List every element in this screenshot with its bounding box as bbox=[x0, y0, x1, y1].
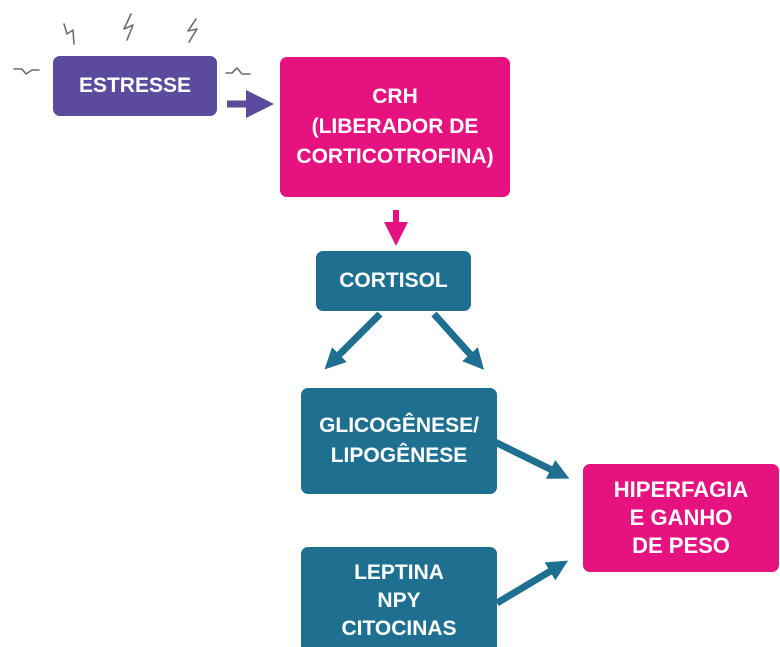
node-leptina-line-1: LEPTINA bbox=[354, 561, 444, 584]
node-crh-line-1: CRH bbox=[372, 85, 418, 108]
edge-cortisol-to-glicogenese-left bbox=[324, 311, 383, 370]
node-glicogenese: GLICOGÊNESE/ LIPOGÊNESE bbox=[301, 388, 497, 494]
node-estresse-label: ESTRESSE bbox=[78, 74, 192, 97]
node-leptina-line-2: NPY bbox=[377, 589, 421, 612]
node-estresse: ESTRESSE bbox=[53, 56, 217, 116]
lightning-bolt-icon bbox=[13, 68, 40, 75]
lightning-bolt-icon bbox=[123, 13, 134, 41]
node-cortisol-label: CORTISOL bbox=[339, 269, 448, 292]
lightning-bolt-icon bbox=[63, 23, 75, 45]
node-crh-line-2: (LIBERADOR DE bbox=[311, 115, 479, 138]
lightning-bolt-icon bbox=[187, 18, 198, 43]
node-crh-line-3: CORTICOTROFINA) bbox=[296, 145, 494, 168]
node-crh: CRH (LIBERADOR DE CORTICOTROFINA) bbox=[280, 57, 510, 197]
node-glicogenese-line-2: LIPOGÊNESE bbox=[330, 444, 468, 467]
node-leptina: LEPTINA NPY CITOCINAS bbox=[301, 547, 497, 647]
node-hiperfagia: HIPERFAGIA E GANHO DE PESO bbox=[583, 464, 779, 572]
edge-cortisol-to-glicogenese-right bbox=[431, 311, 485, 370]
node-hiperfagia-line-2: E GANHO bbox=[629, 505, 733, 530]
lightning-bolt-icon bbox=[225, 67, 251, 75]
node-leptina-line-3: CITOCINAS bbox=[341, 617, 457, 640]
node-cortisol: CORTISOL bbox=[316, 251, 471, 311]
edge-leptina-to-hiperfagia bbox=[495, 560, 569, 607]
edge-glicogenese-to-hiperfagia bbox=[493, 438, 570, 479]
node-hiperfagia-line-1: HIPERFAGIA bbox=[613, 477, 749, 502]
node-glicogenese-line-1: GLICOGÊNESE/ bbox=[319, 414, 479, 437]
node-hiperfagia-line-3: DE PESO bbox=[632, 533, 730, 558]
